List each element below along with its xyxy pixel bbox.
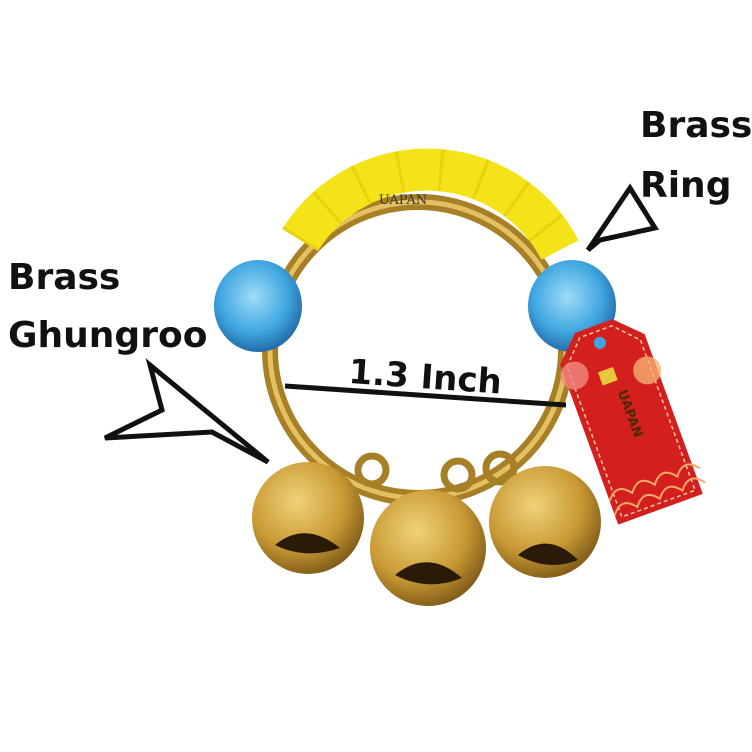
label-brass-ghungroo-line2: Ghungroo (8, 315, 208, 356)
label-brass-ring-line2: Ring (640, 165, 732, 206)
bell-left (252, 462, 364, 574)
red-tag: UAPAN (560, 319, 706, 525)
tube-brand-text: UAPAN (379, 193, 427, 208)
bells (252, 450, 601, 606)
arrow-to-ring-icon (585, 183, 660, 252)
label-brass-ring-line1: Brass (640, 105, 752, 146)
bell-center (370, 490, 486, 606)
measurement-line (284, 383, 567, 408)
yellow-tube (282, 148, 579, 261)
blue-bead-left (214, 260, 302, 352)
measurement-label: 1.3 Inch (347, 352, 504, 403)
arrow-to-ghungroo-icon (103, 358, 270, 465)
label-brass-ghungroo-line1: Brass (8, 257, 121, 298)
bell-right (489, 466, 601, 578)
